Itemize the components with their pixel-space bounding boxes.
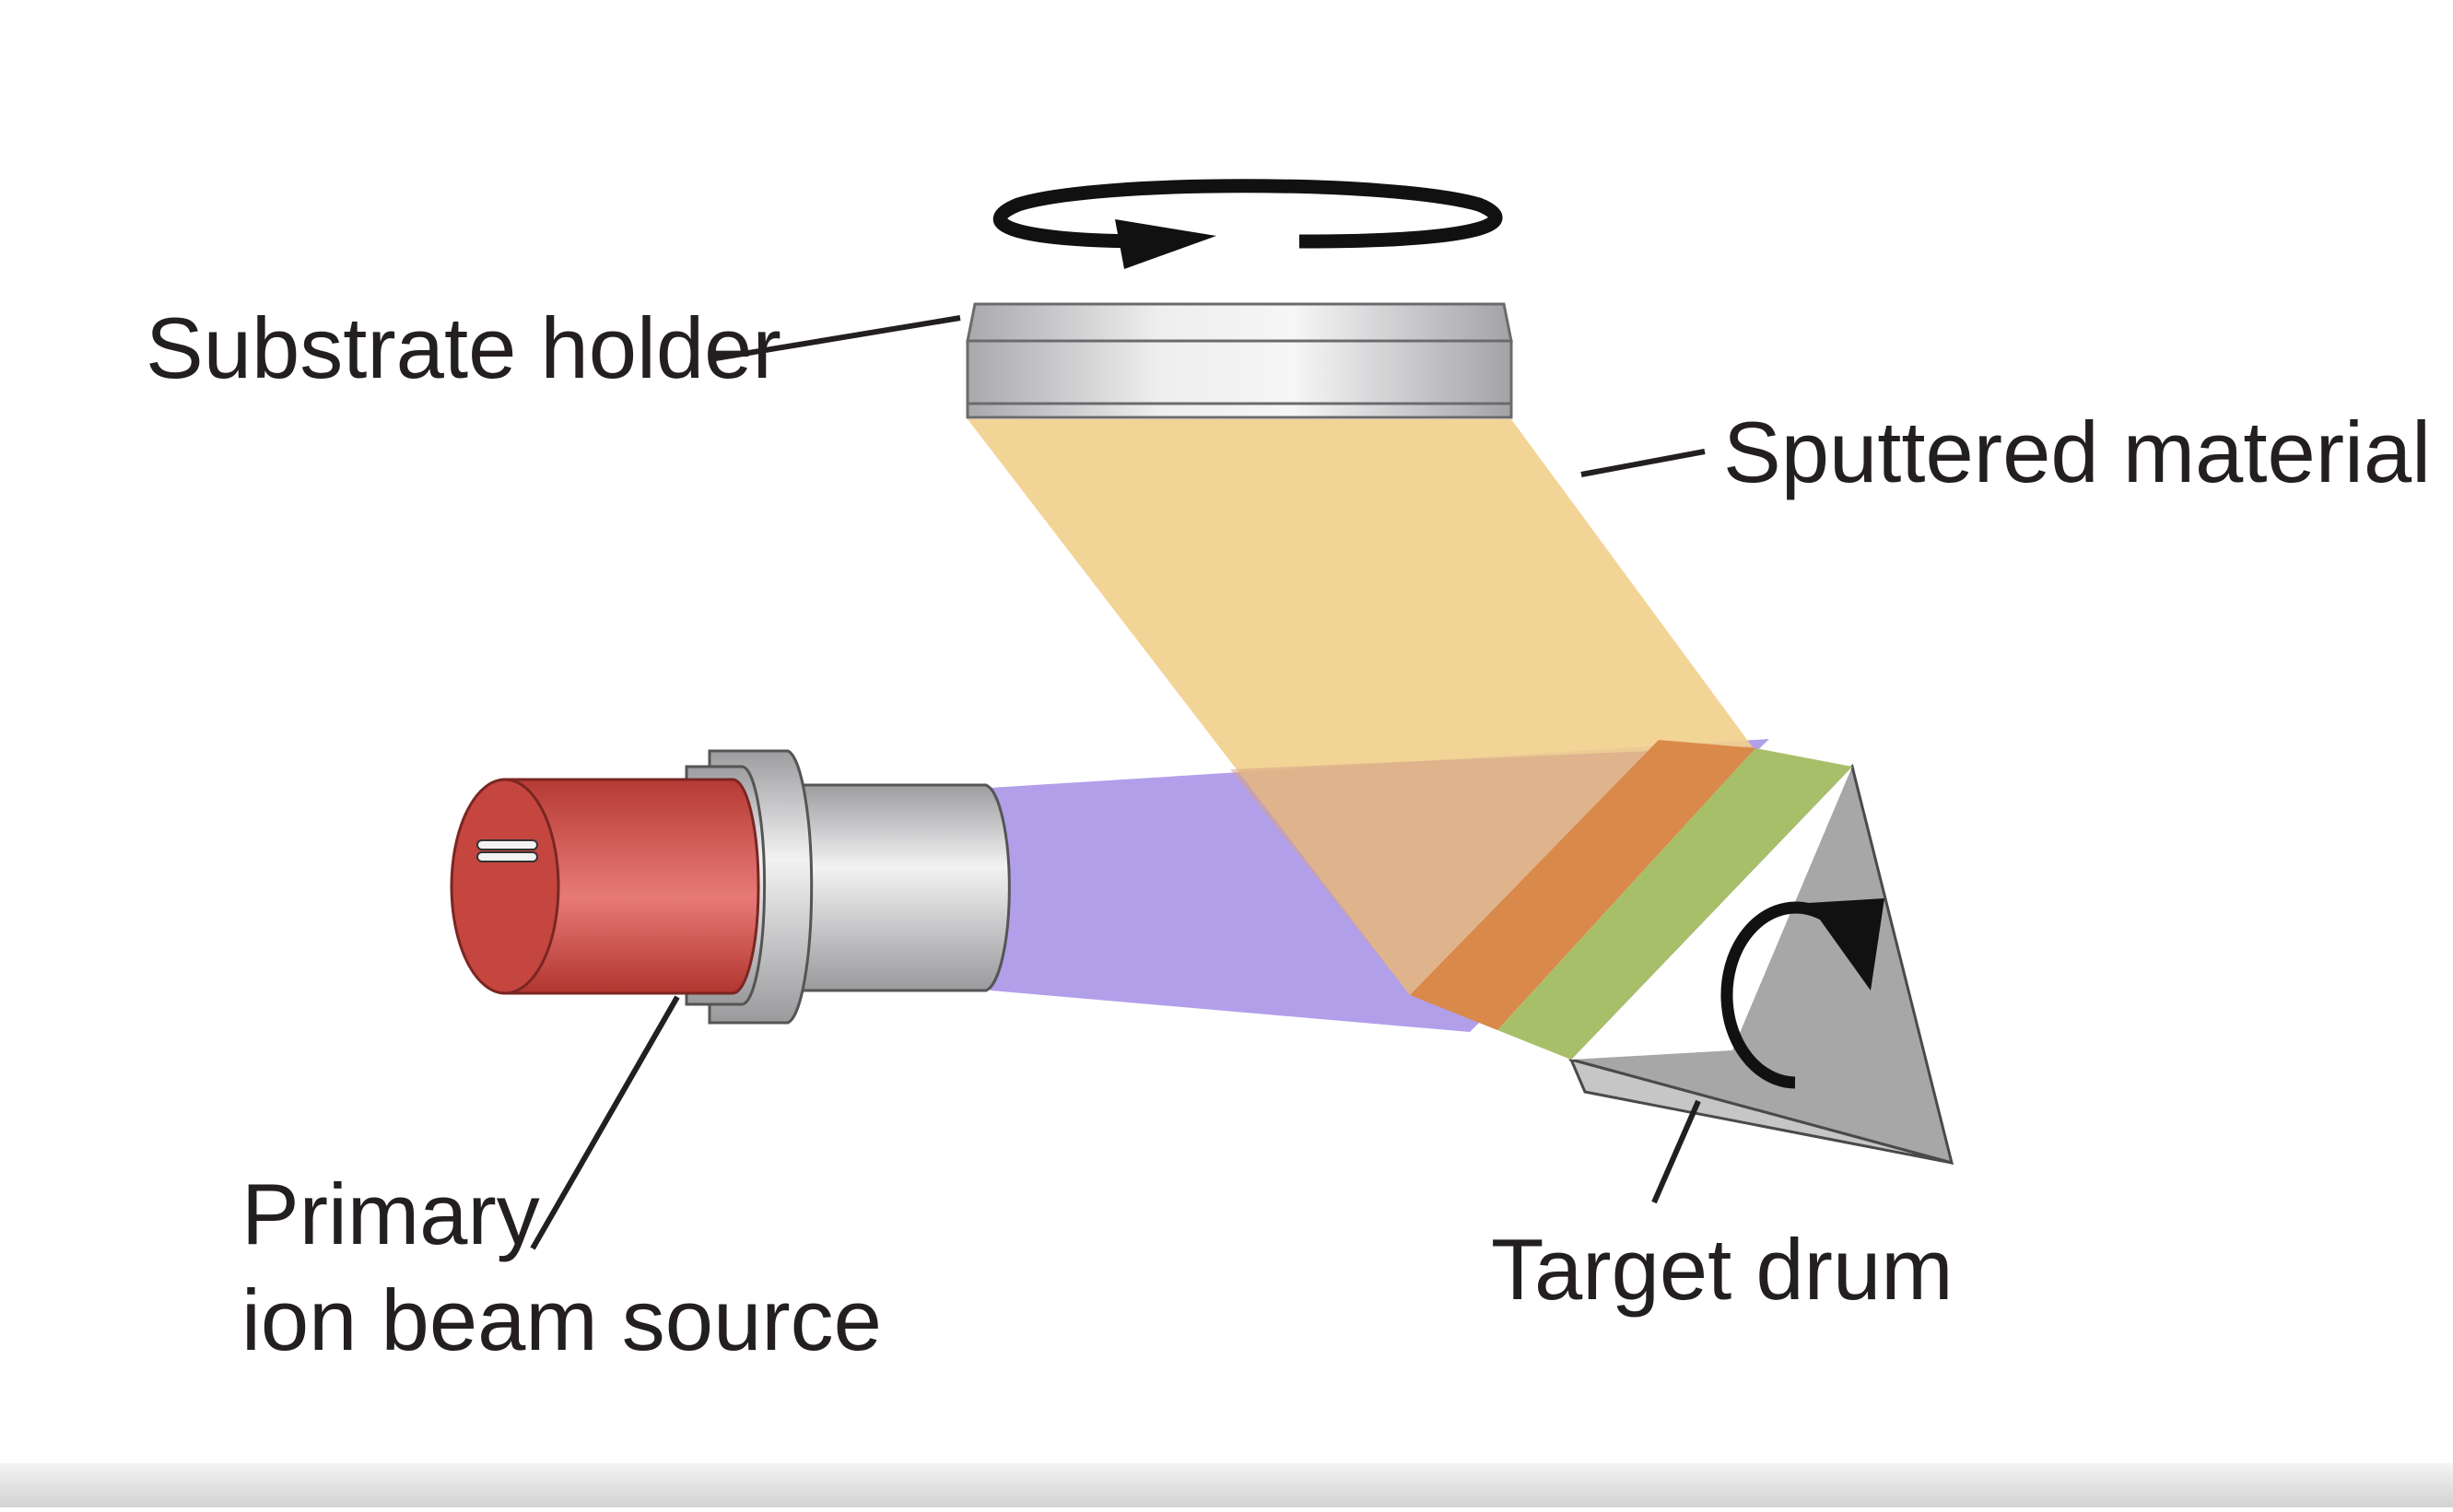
holder-top-bevel <box>966 302 1513 343</box>
connector-icon <box>476 839 538 862</box>
drum-inner-face <box>1568 1057 1953 1165</box>
drum-arrow-head <box>1808 898 1884 990</box>
circular-arrow-icon <box>993 179 1503 269</box>
label-sputtered-material: Sputtered material <box>1723 404 2431 500</box>
source-red-endcap <box>450 778 560 995</box>
holder-body <box>966 339 1513 405</box>
label-primary-line1: Primary <box>241 1166 540 1262</box>
target-drum <box>1410 740 1954 1166</box>
bottom-edge-bar <box>0 1463 2453 1507</box>
leader-sputtered-material <box>1580 449 1706 477</box>
source-red-body <box>503 778 760 995</box>
leader-primary-source <box>530 995 680 1250</box>
ion-beam-source <box>450 749 1011 1025</box>
target-stripe-green <box>1497 748 1852 1060</box>
circular-arrow-icon <box>1720 901 1843 1089</box>
label-substrate-holder: Substrate holder <box>146 299 781 396</box>
substrate-holder <box>966 302 1513 419</box>
holder-bottom-rim <box>966 402 1513 419</box>
target-stripe-orange <box>1410 740 1755 1030</box>
label-target-drum: Target drum <box>1491 1221 1954 1318</box>
leader-target-drum <box>1651 1099 1701 1204</box>
label-primary-line2: ion beam source <box>241 1272 882 1368</box>
source-nozzle <box>791 783 1011 992</box>
leader-substrate-holder <box>709 315 961 362</box>
